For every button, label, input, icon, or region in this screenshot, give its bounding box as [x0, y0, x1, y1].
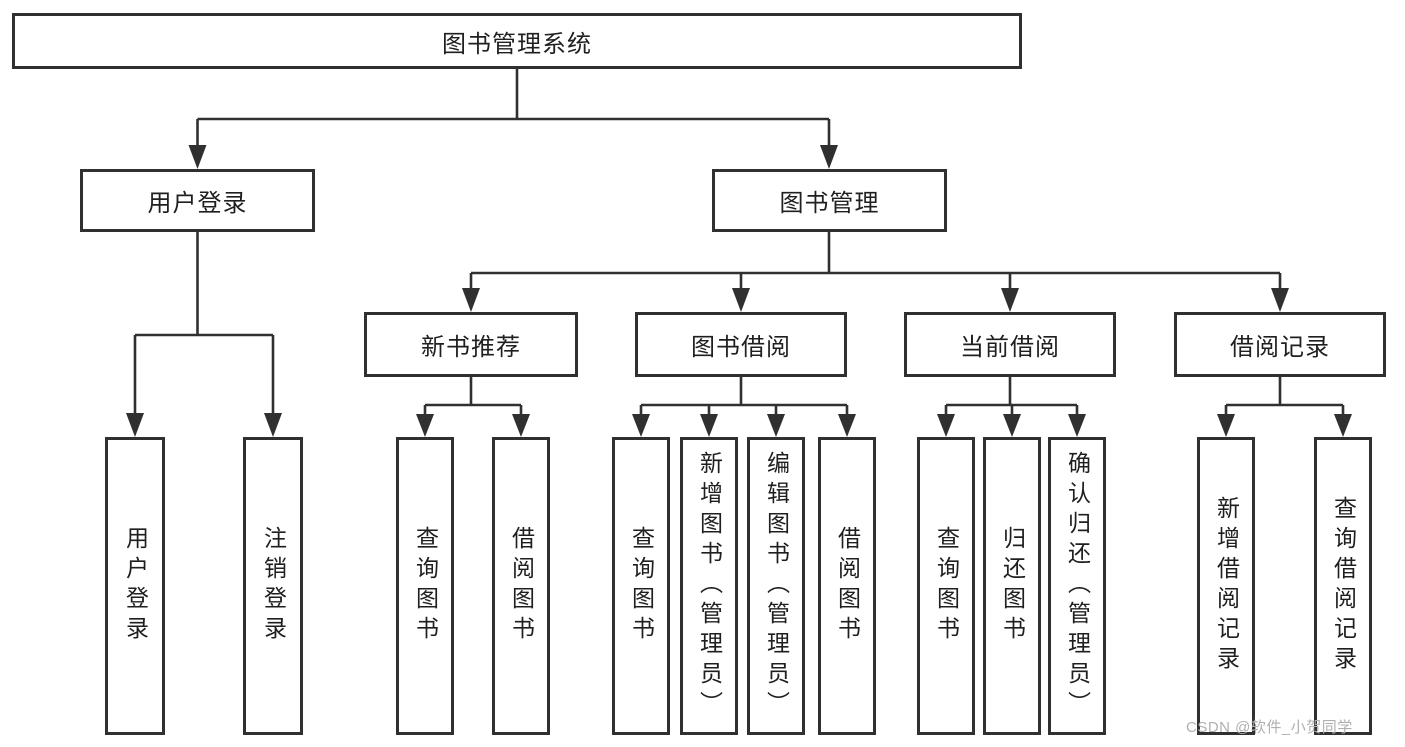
leaf-records-add-record: 新增借阅记录: [1197, 437, 1255, 735]
node-label: 图书借阅: [691, 334, 791, 361]
node-book-management: 图书管理: [712, 169, 947, 232]
node-label: 新增图书（管理员）: [696, 451, 723, 721]
node-label: 查询图书: [412, 526, 439, 646]
leaf-logout: 注销登录: [243, 437, 303, 735]
node-label: 新增借阅记录: [1213, 496, 1240, 676]
node-label: 归还图书: [999, 526, 1026, 646]
leaf-current-query-books: 查询图书: [917, 437, 975, 735]
node-label: 确认归还（管理员）: [1064, 451, 1091, 721]
node-label: 图书管理系统: [442, 30, 592, 58]
leaf-borrowing-add-books-admin: 新增图书（管理员）: [680, 437, 738, 735]
node-new-book-recommend: 新书推荐: [364, 312, 578, 377]
node-borrowing-records: 借阅记录: [1174, 312, 1386, 377]
leaf-current-return-books: 归还图书: [983, 437, 1041, 735]
node-label: 注销登录: [260, 526, 287, 646]
node-label: 借阅图书: [834, 526, 861, 646]
node-label: 查询借阅记录: [1330, 496, 1357, 676]
leaf-borrowing-query-books: 查询图书: [612, 437, 670, 735]
node-label: 借阅记录: [1230, 334, 1330, 361]
node-label: 借阅图书: [508, 526, 535, 646]
leaf-borrowing-edit-books-admin: 编辑图书（管理员）: [747, 437, 805, 735]
node-library-management-system: 图书管理系统: [12, 13, 1022, 69]
leaf-user-login: 用户登录: [105, 437, 165, 735]
csdn-watermark: CSDN @软件_小贺同学: [1186, 719, 1353, 736]
leaf-borrowing-borrow-books: 借阅图书: [818, 437, 876, 735]
leaf-recommend-query-books: 查询图书: [396, 437, 454, 735]
node-label: 查询图书: [628, 526, 655, 646]
node-user-login: 用户登录: [80, 169, 315, 232]
node-book-borrowing: 图书借阅: [635, 312, 847, 377]
node-label: 当前借阅: [960, 334, 1060, 361]
node-label: 查询图书: [933, 526, 960, 646]
leaf-recommend-borrow-books: 借阅图书: [492, 437, 550, 735]
node-label: 编辑图书（管理员）: [763, 451, 790, 721]
node-label: 新书推荐: [421, 334, 521, 361]
leaf-current-confirm-return-admin: 确认归还（管理员）: [1048, 437, 1106, 735]
leaf-records-query-record: 查询借阅记录: [1314, 437, 1372, 735]
node-current-borrowing: 当前借阅: [904, 312, 1116, 377]
node-label: 用户登录: [122, 526, 149, 646]
node-label: 图书管理: [779, 190, 880, 217]
node-label: 用户登录: [147, 190, 248, 217]
